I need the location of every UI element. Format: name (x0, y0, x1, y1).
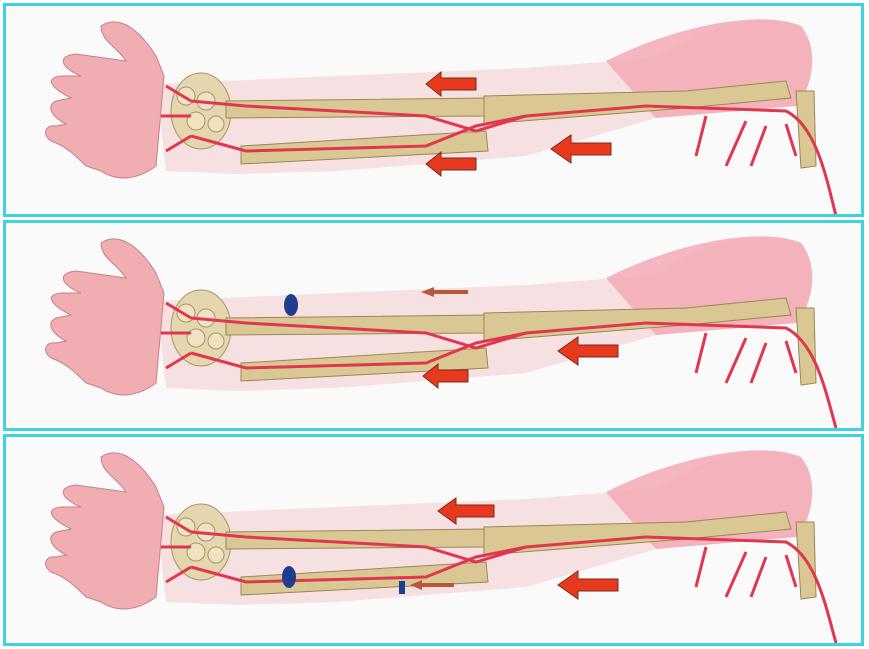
occlusion-markers (284, 294, 298, 316)
panel-normal-flow (3, 3, 864, 217)
arm-illustration (6, 437, 861, 643)
arm-illustration (6, 223, 861, 428)
ulnar-midforearm-marker (399, 581, 405, 594)
panel-radial-occluded (3, 220, 864, 431)
hand (46, 453, 164, 609)
radial-occlusion-marker (284, 294, 298, 316)
ulnar-occlusion-marker (282, 566, 296, 588)
panel-ulnar-occluded (3, 434, 864, 646)
arrow-proximal (558, 571, 618, 599)
hand (46, 239, 164, 395)
hand (46, 22, 164, 178)
arm-illustration (6, 6, 861, 214)
